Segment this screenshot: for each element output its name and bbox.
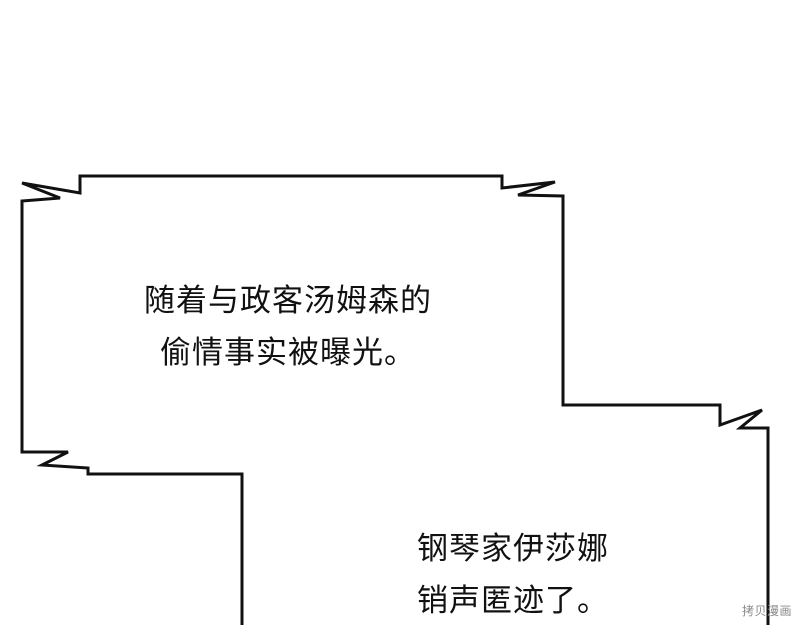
- caption-bottom-line-2: 销声匿迹了。: [417, 583, 609, 619]
- narration-caption-bottom: 钢琴家伊莎娜 销声匿迹了。: [408, 523, 618, 627]
- narration-caption-top: 随着与政客汤姆森的 偷情事实被曝光。: [138, 275, 438, 379]
- caption-top-line-1: 随着与政客汤姆森的: [144, 283, 432, 319]
- narration-box-outline: [20, 174, 770, 625]
- caption-top-line-2: 偷情事实被曝光。: [160, 335, 416, 371]
- watermark-text: 拷贝漫画: [741, 604, 792, 618]
- caption-bottom-line-1: 钢琴家伊莎娜: [417, 531, 609, 567]
